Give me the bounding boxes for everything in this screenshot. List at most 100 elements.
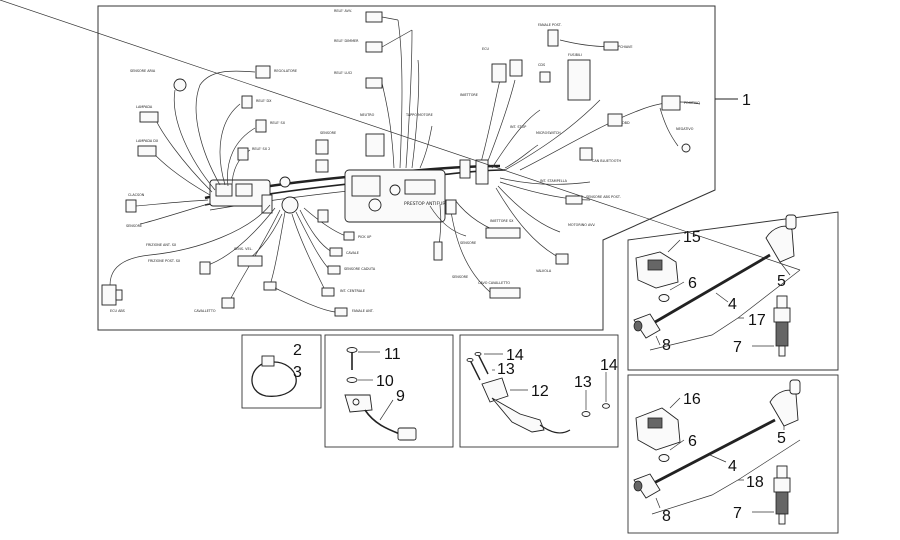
callout-8b: 8 bbox=[662, 508, 671, 525]
callout-9: 9 bbox=[396, 388, 405, 405]
svg-text:RELE' SX 2: RELE' SX 2 bbox=[252, 147, 270, 151]
nut-14 bbox=[602, 403, 610, 409]
callout-13a: 13 bbox=[497, 361, 515, 378]
connector-main-right bbox=[491, 63, 507, 83]
callout-7b: 7 bbox=[733, 505, 742, 522]
svg-text:INIETTORE: INIETTORE bbox=[460, 93, 478, 97]
clip-panel-frame bbox=[241, 334, 322, 409]
connector-regolatore bbox=[255, 65, 271, 79]
svg-text:FUSIBILI: FUSIBILI bbox=[568, 53, 582, 57]
boot-8a bbox=[633, 313, 661, 339]
svg-text:LAMPADA DX: LAMPADA DX bbox=[136, 139, 159, 143]
ground-ring bbox=[281, 196, 299, 214]
callout-4a: 4 bbox=[728, 296, 737, 313]
callout-3: 3 bbox=[293, 364, 302, 381]
connector-injector bbox=[485, 227, 521, 239]
svg-text:FANALE POST.: FANALE POST. bbox=[538, 23, 562, 27]
clip-panel: 2 3 bbox=[241, 334, 322, 409]
holder-panel: 14 13 12 13 14 bbox=[459, 334, 619, 448]
svg-text:SENSORE: SENSORE bbox=[460, 241, 476, 245]
svg-text:FRIZIONE ANT. SX: FRIZIONE ANT. SX bbox=[146, 243, 177, 247]
boot-8b bbox=[633, 473, 661, 499]
svg-text:INT. STOP: INT. STOP bbox=[510, 125, 526, 129]
ignition-panel-upper: 15 6 4 5 8 17 7 bbox=[0, 0, 839, 371]
ignition-coil-16 bbox=[635, 407, 681, 451]
svg-text:ECU: ECU bbox=[482, 47, 490, 51]
callout-10: 10 bbox=[376, 373, 394, 390]
callout-6b: 6 bbox=[688, 433, 697, 450]
connector-lower-left bbox=[101, 284, 117, 306]
plug-cap-5b bbox=[769, 389, 799, 427]
ignition-panel-upper-frame bbox=[627, 211, 839, 371]
callout-7a: 7 bbox=[733, 339, 742, 356]
callout-1: 1 bbox=[742, 92, 751, 109]
svg-text:CAVO CAVALLETTO: CAVO CAVALLETTO bbox=[478, 281, 510, 285]
callout-16: 16 bbox=[683, 391, 701, 408]
svg-text:SENSORE: SENSORE bbox=[126, 224, 142, 228]
svg-text:FRIZIONE POST. SX: FRIZIONE POST. SX bbox=[148, 259, 181, 263]
callout-14a: 14 bbox=[506, 347, 524, 364]
svg-text:SENSORE CADUTA: SENSORE CADUTA bbox=[344, 267, 376, 271]
bracket-12 bbox=[481, 377, 509, 403]
svg-text:CAVALLETTO: CAVALLETTO bbox=[194, 309, 216, 313]
callout-2: 2 bbox=[293, 342, 302, 359]
connector-positive bbox=[661, 95, 681, 111]
svg-text:RELE' DX: RELE' DX bbox=[256, 99, 272, 103]
svg-text:INT. CENTRALE: INT. CENTRALE bbox=[340, 289, 365, 293]
sensor-panel: 11 10 9 bbox=[324, 334, 454, 448]
callout-13b: 13 bbox=[574, 374, 592, 391]
svg-text:ECU ABS: ECU ABS bbox=[110, 309, 125, 313]
connector-lampada bbox=[139, 111, 159, 123]
callout-15: 15 bbox=[683, 229, 701, 246]
cable-clip-head bbox=[261, 355, 275, 367]
connector-top-3 bbox=[365, 77, 383, 89]
callout-18: 18 bbox=[746, 474, 764, 491]
svg-text:VALVOLA: VALVOLA bbox=[536, 269, 552, 273]
svg-text:SENSORE ABS POST.: SENSORE ABS POST. bbox=[586, 195, 621, 199]
svg-text:CLACSON: CLACSON bbox=[128, 193, 145, 197]
connector-fusibili bbox=[567, 59, 591, 101]
svg-text:LAMPADA: LAMPADA bbox=[136, 105, 153, 109]
callout-8a: 8 bbox=[662, 337, 671, 354]
nut-13 bbox=[581, 411, 591, 417]
svg-text:RELE' AVV.: RELE' AVV. bbox=[334, 9, 352, 13]
svg-text:SENSORE: SENSORE bbox=[452, 275, 468, 279]
svg-text:RELE' SX: RELE' SX bbox=[270, 121, 286, 125]
hv-cable-4 bbox=[649, 253, 771, 327]
svg-text:RELE' DIMMER: RELE' DIMMER bbox=[334, 39, 359, 43]
svg-text:OBD: OBD bbox=[622, 121, 630, 125]
callout-17: 17 bbox=[748, 312, 766, 329]
screw-11 bbox=[346, 347, 358, 353]
spark-plug-7b bbox=[776, 465, 788, 479]
svg-text:TAPPO MOTORE: TAPPO MOTORE bbox=[405, 113, 433, 117]
callout-12: 12 bbox=[531, 383, 549, 400]
callout-11: 11 bbox=[384, 346, 401, 363]
connector-lampada-2 bbox=[137, 145, 157, 157]
main-harness-panel: PRESTOP ANTIFURTO RELE' AVV. RELE' DIMME… bbox=[97, 5, 751, 331]
washer-10 bbox=[346, 377, 358, 383]
hv-cable-4b bbox=[649, 418, 776, 487]
svg-text:MICROSWITCH: MICROSWITCH bbox=[536, 131, 561, 135]
svg-text:NEGATIVO: NEGATIVO bbox=[676, 127, 694, 131]
svg-text:RELE' LUCI: RELE' LUCI bbox=[334, 71, 352, 75]
connector-top-2 bbox=[365, 41, 383, 53]
svg-text:CHIAVE: CHIAVE bbox=[620, 45, 632, 49]
svg-text:SENS. VEL.: SENS. VEL. bbox=[234, 247, 253, 251]
main-harness-frame bbox=[97, 5, 716, 331]
svg-text:PICK UP: PICK UP bbox=[358, 235, 371, 239]
plug-cap-5 bbox=[765, 225, 795, 263]
sensor-aria bbox=[173, 78, 187, 92]
connector-hand bbox=[365, 133, 385, 157]
callout-14b: 14 bbox=[600, 357, 618, 374]
holder-panel-frame bbox=[459, 334, 619, 448]
svg-text:FANALE ANT.: FANALE ANT. bbox=[352, 309, 374, 313]
cable-clip-ring bbox=[251, 361, 297, 397]
grommet-6b bbox=[658, 454, 670, 462]
ignition-panel-lower: 16 6 4 5 8 18 7 bbox=[627, 374, 839, 534]
center-plate-label: PRESTOP ANTIFURTO bbox=[404, 201, 452, 207]
sensor-panel-frame bbox=[324, 334, 454, 448]
callout-5b: 5 bbox=[777, 430, 786, 447]
callout-6a: 6 bbox=[688, 275, 697, 292]
svg-text:SENSORE ARIA: SENSORE ARIA bbox=[130, 69, 156, 73]
